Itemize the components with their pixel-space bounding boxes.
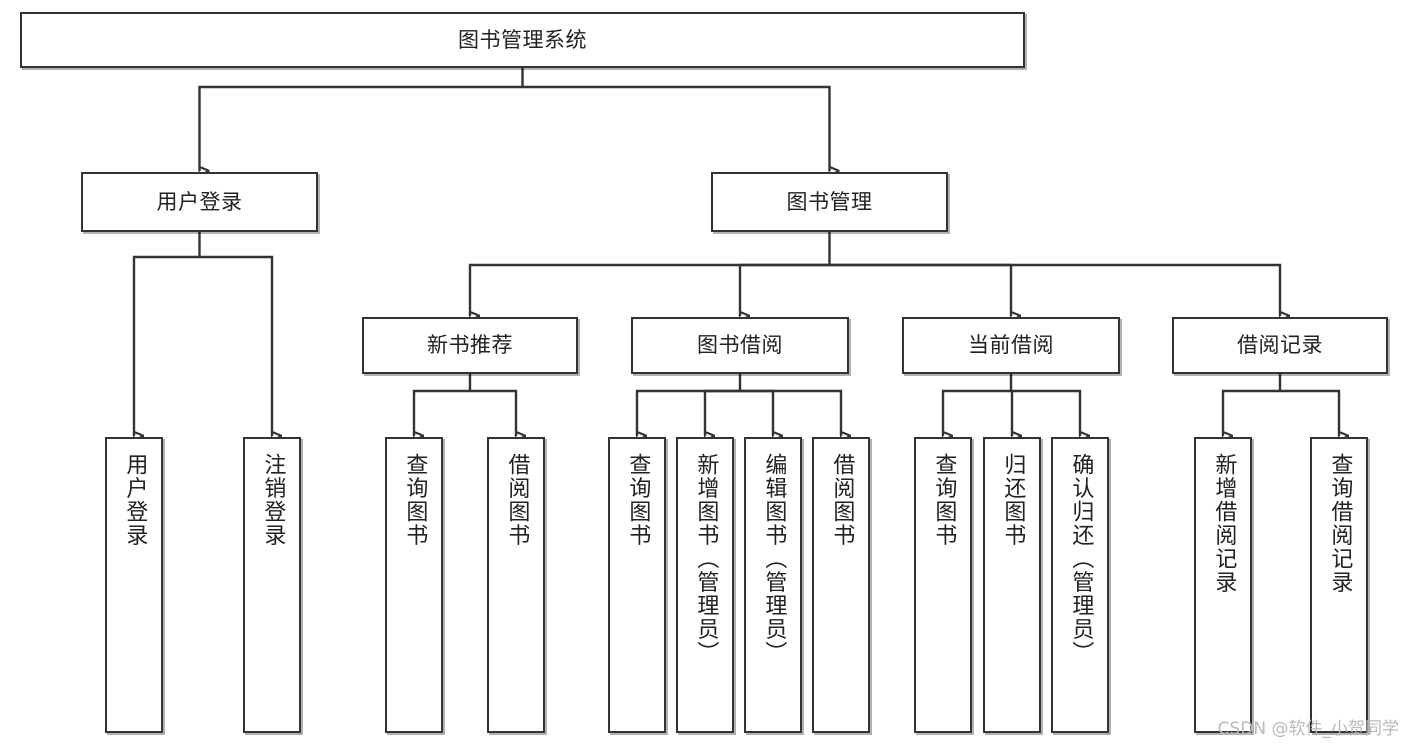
node-leaf-query-book-current-label: 查询图书 bbox=[931, 453, 957, 547]
edge-book-borrow-to-leaf-query-book-borrow bbox=[635, 389, 740, 436]
node-root-label: 图书管理系统 bbox=[458, 27, 587, 52]
node-leaf-query-book-borrow-label: 查询图书 bbox=[625, 453, 651, 547]
edge-book-manage-to-borrow-record bbox=[829, 263, 1281, 316]
node-leaf-query-book-rec[interactable]: 查询图书 bbox=[385, 437, 443, 733]
node-leaf-user-logout-label: 注销登录 bbox=[260, 453, 286, 547]
node-leaf-edit-book-admin-label: 编辑图书（管理员） bbox=[761, 453, 787, 665]
edge-root-to-user-login bbox=[198, 85, 523, 171]
node-leaf-borrow-book-rec-label: 借阅图书 bbox=[504, 453, 530, 547]
edge-current-borrow-to-leaf-query-book-current bbox=[941, 389, 1011, 436]
edge-user-login-to-leaf-user-login bbox=[132, 255, 200, 436]
node-user-login[interactable]: 用户登录 bbox=[81, 172, 318, 232]
node-book-borrow[interactable]: 图书借阅 bbox=[631, 317, 849, 374]
node-book-manage[interactable]: 图书管理 bbox=[711, 172, 948, 232]
edge-user-login-to-leaf-user-logout bbox=[199, 255, 273, 436]
node-leaf-add-borrow-record[interactable]: 新增借阅记录 bbox=[1194, 437, 1252, 733]
node-book-borrow-label: 图书借阅 bbox=[697, 333, 783, 358]
node-user-login-label: 用户登录 bbox=[156, 189, 243, 214]
node-current-borrow[interactable]: 当前借阅 bbox=[902, 317, 1120, 374]
node-leaf-query-book-borrow[interactable]: 查询图书 bbox=[608, 437, 666, 733]
node-leaf-add-book-admin[interactable]: 新增图书（管理员） bbox=[676, 437, 734, 733]
node-leaf-return-book[interactable]: 归还图书 bbox=[983, 437, 1041, 733]
edge-new-book-recommend-to-leaf-query-book-rec bbox=[412, 389, 470, 436]
node-current-borrow-label: 当前借阅 bbox=[968, 333, 1054, 358]
node-borrow-record[interactable]: 借阅记录 bbox=[1172, 317, 1388, 374]
node-leaf-edit-book-admin[interactable]: 编辑图书（管理员） bbox=[744, 437, 802, 733]
edge-borrow-record-to-leaf-query-borrow-record bbox=[1280, 389, 1339, 436]
node-leaf-query-borrow-record[interactable]: 查询借阅记录 bbox=[1310, 437, 1368, 733]
edge-book-manage-to-current-borrow bbox=[829, 263, 1012, 316]
edge-book-manage-to-book-borrow bbox=[738, 263, 830, 316]
node-book-manage-label: 图书管理 bbox=[786, 189, 873, 214]
node-leaf-query-borrow-record-label: 查询借阅记录 bbox=[1327, 453, 1353, 594]
node-leaf-confirm-return-admin-label: 确认归还（管理员） bbox=[1068, 453, 1094, 665]
node-leaf-query-book-rec-label: 查询图书 bbox=[402, 453, 428, 547]
edge-book-borrow-to-leaf-add-book-admin bbox=[703, 389, 740, 436]
edge-book-borrow-to-leaf-edit-book-admin bbox=[740, 389, 773, 436]
node-leaf-add-book-admin-label: 新增图书（管理员） bbox=[693, 453, 719, 665]
node-leaf-borrow-book[interactable]: 借阅图书 bbox=[812, 437, 870, 733]
edge-root-to-book-manage bbox=[522, 85, 830, 171]
edge-borrow-record-to-leaf-add-borrow-record bbox=[1221, 389, 1280, 436]
node-leaf-user-login[interactable]: 用户登录 bbox=[105, 437, 163, 733]
edge-book-borrow-to-leaf-borrow-book bbox=[740, 389, 841, 436]
node-leaf-add-borrow-record-label: 新增借阅记录 bbox=[1211, 453, 1237, 594]
node-leaf-user-logout[interactable]: 注销登录 bbox=[243, 437, 301, 733]
node-leaf-user-login-label: 用户登录 bbox=[122, 453, 148, 547]
node-leaf-borrow-book-rec[interactable]: 借阅图书 bbox=[487, 437, 545, 733]
node-leaf-confirm-return-admin[interactable]: 确认归还（管理员） bbox=[1051, 437, 1109, 733]
edge-book-manage-to-new-book-recommend bbox=[468, 263, 830, 316]
node-borrow-record-label: 借阅记录 bbox=[1237, 333, 1323, 358]
node-root[interactable]: 图书管理系统 bbox=[20, 12, 1025, 68]
node-leaf-return-book-label: 归还图书 bbox=[1000, 453, 1026, 547]
edge-new-book-recommend-to-leaf-borrow-book-rec bbox=[470, 389, 516, 436]
edge-current-borrow-to-leaf-return-book bbox=[1010, 389, 1012, 436]
node-new-book-recommend[interactable]: 新书推荐 bbox=[362, 317, 578, 374]
node-new-book-recommend-label: 新书推荐 bbox=[427, 333, 513, 358]
node-leaf-query-book-current[interactable]: 查询图书 bbox=[914, 437, 972, 733]
edge-current-borrow-to-leaf-confirm-return-admin bbox=[1011, 389, 1080, 436]
node-leaf-borrow-book-label: 借阅图书 bbox=[829, 453, 855, 547]
